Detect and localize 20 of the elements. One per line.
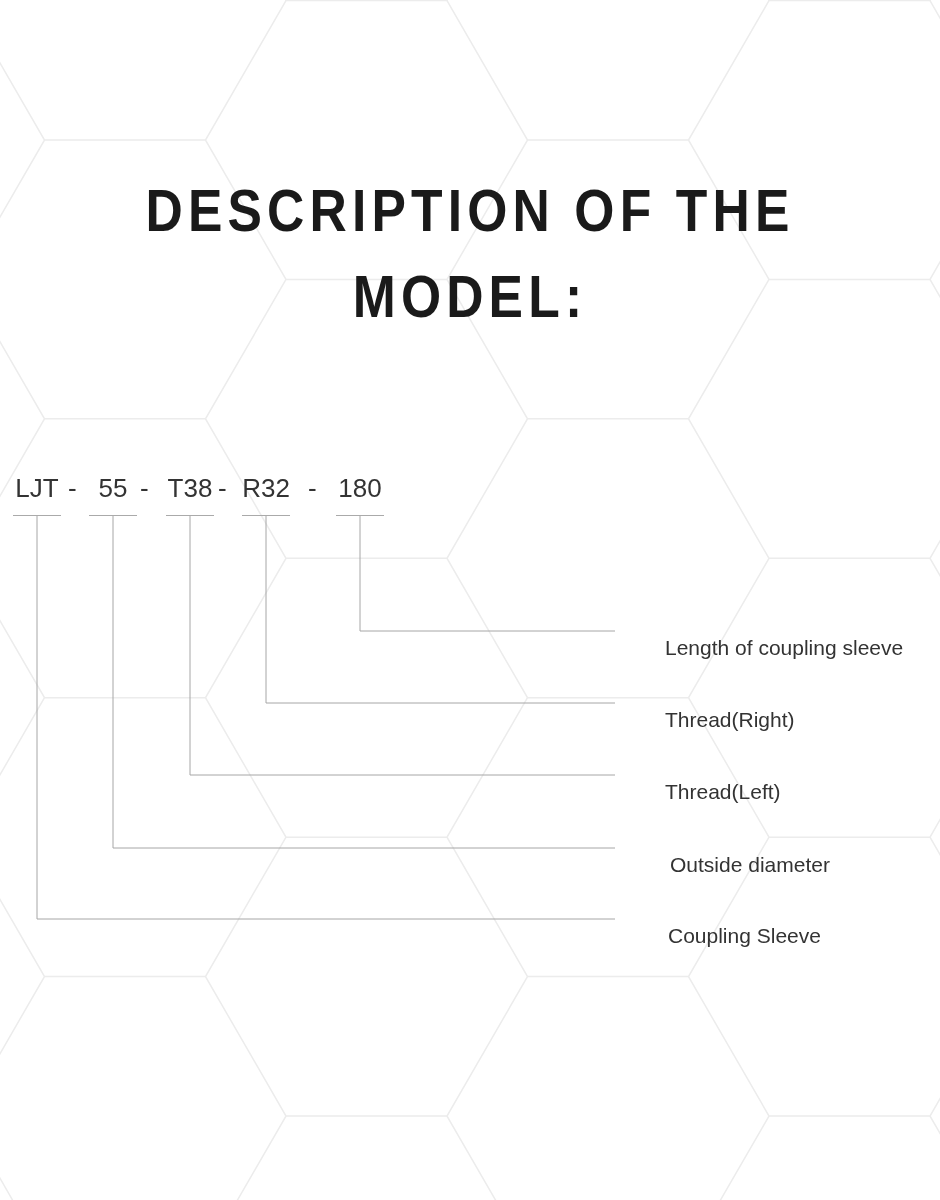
leader-line — [112, 515, 616, 849]
leader-line — [36, 515, 616, 920]
description-label: Coupling Sleeve — [668, 923, 821, 949]
title: DESCRIPTION OF THE MODEL: — [144, 176, 796, 332]
leader-line — [265, 515, 616, 704]
description-label: Length of coupling sleeve — [665, 635, 904, 661]
description-label: Thread(Left) — [665, 779, 781, 805]
separator-dash: - — [308, 472, 317, 504]
description-label: Outside diameter — [670, 852, 830, 878]
model-code-text: T38 — [167, 472, 213, 504]
model-code-text: R32 — [242, 472, 290, 504]
leader-line — [189, 515, 616, 776]
separator-dash: - — [68, 472, 77, 504]
model-code-text: LJT — [15, 472, 59, 504]
model-code-text: 180 — [338, 472, 382, 504]
separator-dash: - — [218, 472, 227, 504]
leader-line — [359, 515, 616, 632]
description-label: Thread(Right) — [665, 707, 795, 733]
model-code-text: 55 — [98, 472, 128, 504]
separator-dash: - — [140, 472, 149, 504]
